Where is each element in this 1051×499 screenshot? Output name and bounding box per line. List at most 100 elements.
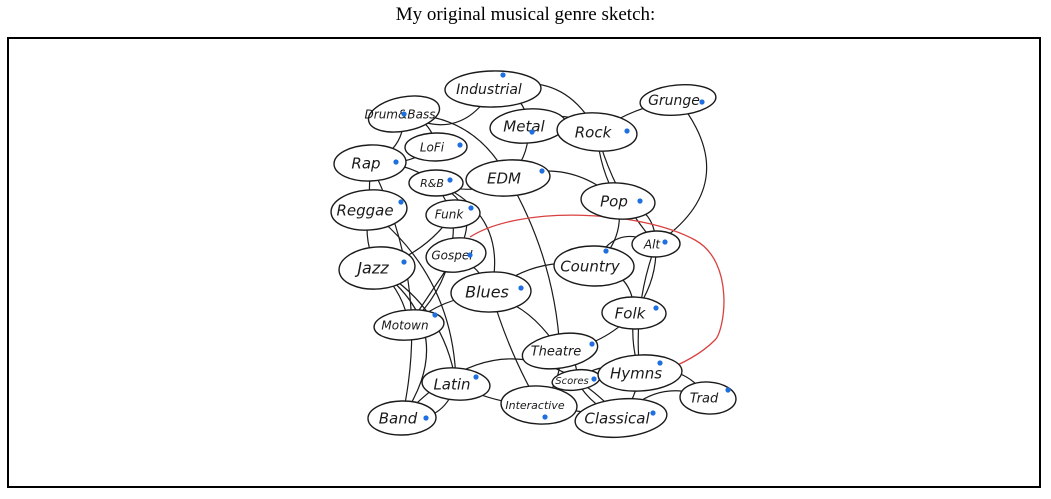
node-grunge-oval <box>639 83 717 117</box>
node-country-oval <box>553 245 635 287</box>
node-hymns-label: Hymns <box>610 365 662 383</box>
node-folk-dot <box>653 305 659 311</box>
node-rnb: R&B <box>408 169 464 197</box>
node-rock-oval <box>556 112 638 152</box>
node-grunge: Grunge <box>639 83 717 117</box>
node-motown-dot <box>432 312 438 318</box>
node-folk-oval <box>601 296 667 330</box>
edge-grunge-alt <box>655 99 708 245</box>
node-funk-label: Funk <box>435 208 465 222</box>
node-band-dot <box>423 415 429 421</box>
node-motown: Motown <box>373 309 445 341</box>
node-pop-oval <box>580 182 656 220</box>
node-theatre-oval <box>521 332 599 370</box>
node-alt-dot <box>662 239 668 245</box>
node-band: Band <box>367 400 437 436</box>
node-alt: Alt <box>631 230 681 258</box>
node-motown-oval <box>373 309 445 341</box>
node-pop-label: Pop <box>600 193 628 211</box>
node-drumbass-dot <box>401 111 407 117</box>
node-reggae: Reggae <box>330 189 408 231</box>
node-rnb-label: R&B <box>420 177 444 190</box>
node-funk: Funk <box>425 199 481 229</box>
node-gospel-label: Gospel <box>431 249 473 263</box>
node-latin-oval <box>421 367 491 401</box>
node-interactive-oval <box>500 385 578 425</box>
node-rock-dot <box>624 128 630 134</box>
node-rap-label: Rap <box>351 155 380 173</box>
node-interactive: Interactive <box>500 385 578 425</box>
edge-reggae-latin <box>368 209 457 385</box>
edge-edm-theatre <box>507 177 561 352</box>
node-drumbass: Drum&Bass <box>365 95 441 133</box>
node-industrial: Industrial <box>444 70 542 108</box>
node-latin-label: Latin <box>433 376 470 394</box>
node-pop: Pop <box>580 182 656 220</box>
node-classical-dot <box>650 410 656 416</box>
node-folk: Folk <box>601 296 667 330</box>
node-edm: EDM <box>465 159 551 197</box>
highlight-loop <box>469 214 725 373</box>
node-latin: Latin <box>421 367 491 401</box>
node-theatre-dot <box>589 341 595 347</box>
node-rap: Rap <box>333 144 407 182</box>
node-theatre: Theatre <box>521 332 599 370</box>
node-country: Country <box>553 245 635 287</box>
node-trad-oval <box>679 381 737 415</box>
node-hymns: Hymns <box>597 354 683 392</box>
node-blues-dot <box>518 285 524 291</box>
node-reggae-oval <box>330 189 408 231</box>
node-rap-dot <box>393 159 399 165</box>
figure-caption: My original musical genre sketch: <box>395 4 656 25</box>
node-hymns-dot <box>657 360 663 366</box>
edge-jazz-band <box>376 267 428 419</box>
node-lofi-dot <box>457 142 463 148</box>
node-industrial-oval <box>444 70 542 108</box>
node-country-label: Country <box>560 258 621 276</box>
node-interactive-dot <box>542 414 548 420</box>
node-rock-label: Rock <box>575 124 613 142</box>
node-blues-label: Blues <box>465 283 509 302</box>
node-pop-dot <box>637 198 643 204</box>
node-classical-oval <box>574 397 668 439</box>
node-band-oval <box>367 400 437 436</box>
node-lofi-oval <box>404 132 468 162</box>
node-edm-oval <box>465 159 551 197</box>
node-rnb-dot <box>447 177 453 183</box>
node-gospel-dot <box>467 252 473 258</box>
node-rnb-oval <box>408 169 464 197</box>
node-jazz: Jazz <box>338 246 416 290</box>
node-lofi-label: LoFi <box>420 141 445 155</box>
node-reggae-dot <box>398 199 404 205</box>
node-alt-label: Alt <box>643 238 662 252</box>
node-scores: Scores <box>551 368 601 392</box>
node-edm-dot <box>539 168 545 174</box>
node-trad-dot <box>725 387 731 393</box>
node-edm-label: EDM <box>487 170 521 188</box>
node-interactive-label: Interactive <box>505 399 564 412</box>
node-blues: Blues <box>450 271 532 313</box>
node-band-label: Band <box>379 410 418 428</box>
node-jazz-oval <box>338 246 416 290</box>
node-gospel: Gospel <box>425 237 487 273</box>
node-blues-oval <box>450 271 532 313</box>
node-metal: Metal <box>489 108 567 144</box>
node-gospel-oval <box>425 237 487 273</box>
node-latin-dot <box>473 374 479 380</box>
node-jazz-label: Jazz <box>354 259 389 278</box>
node-funk-dot <box>468 205 474 211</box>
node-industrial-label: Industrial <box>456 82 522 98</box>
node-theatre-label: Theatre <box>531 345 582 360</box>
node-classical: Classical <box>574 397 668 439</box>
node-grunge-dot <box>699 99 705 105</box>
node-trad-label: Trad <box>690 392 719 407</box>
node-funk-oval <box>425 199 481 229</box>
node-reggae-label: Reggae <box>336 202 393 220</box>
node-rock: Rock <box>556 112 638 152</box>
node-lofi: LoFi <box>404 132 468 162</box>
node-classical-label: Classical <box>584 410 650 428</box>
node-folk-label: Folk <box>615 305 647 323</box>
node-scores-label: Scores <box>555 376 588 387</box>
